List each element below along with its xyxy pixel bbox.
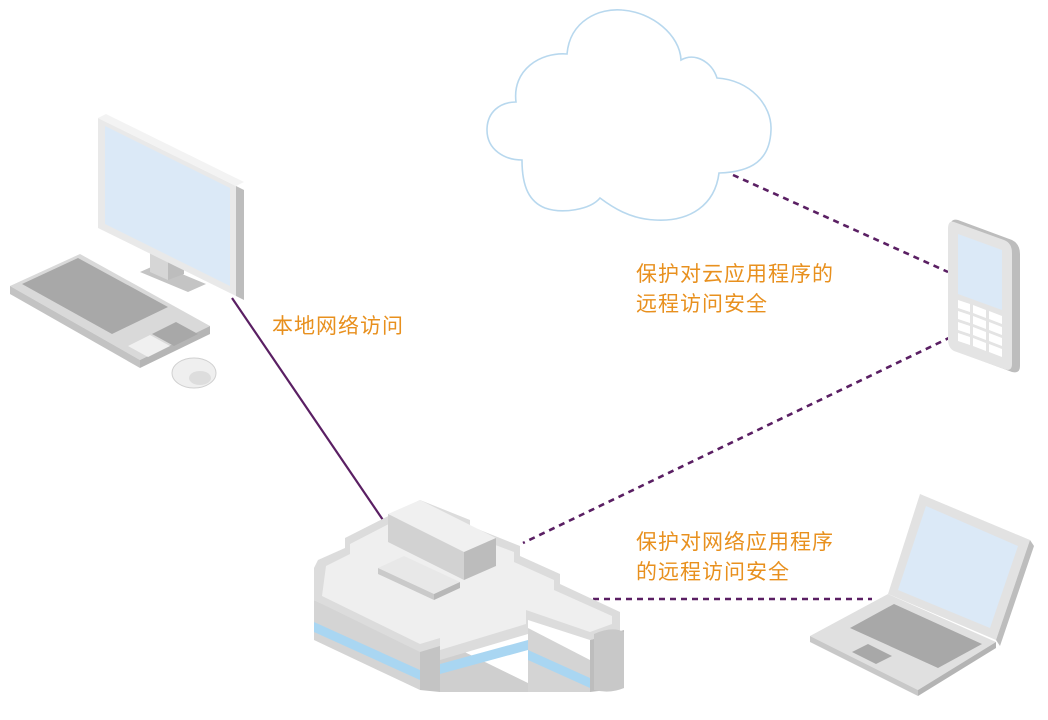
local-access-label: 本地网络访问	[272, 311, 404, 341]
network-app-access-line-2: 的远程访问安全	[636, 560, 790, 584]
connectors	[231, 173, 952, 601]
cloud-app-access-label: 保护对云应用程序的 远程访问安全	[636, 259, 834, 319]
desktop-computer-icon	[10, 114, 244, 389]
office-building-icon	[314, 500, 624, 692]
cloud-icon	[486, 9, 772, 221]
laptop-icon	[810, 494, 1034, 696]
local-access-line	[231, 297, 384, 521]
network-app-access-label: 保护对网络应用程序 的远程访问安全	[636, 527, 834, 587]
cloud-app-access-line-1: 保护对云应用程序的	[636, 262, 834, 286]
cloud-to-phone-line	[732, 173, 949, 274]
network-app-access-line-1: 保护对网络应用程序	[636, 530, 834, 554]
local-access-text: 本地网络访问	[272, 314, 404, 338]
phone-to-building-line	[522, 335, 952, 545]
mobile-phone-icon	[948, 219, 1020, 373]
cloud-app-access-line-2: 远程访问安全	[636, 292, 768, 316]
